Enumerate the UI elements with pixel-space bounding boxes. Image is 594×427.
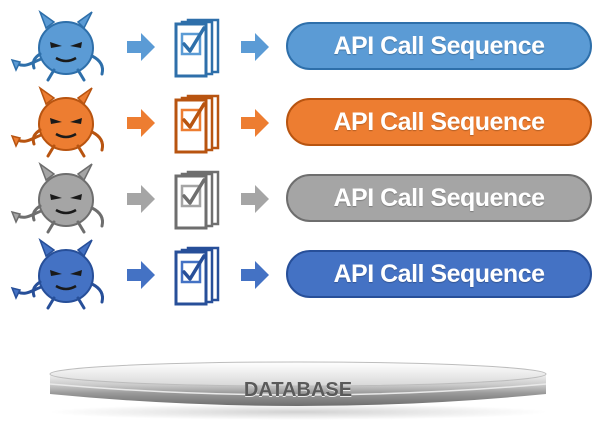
database-label: DATABASE [243, 379, 353, 401]
arrow-right-icon [238, 30, 272, 64]
api-call-sequence-pill: API Call Sequence [286, 22, 592, 70]
arrow-right-icon [238, 258, 272, 292]
arrow-right-icon [124, 258, 158, 292]
checklist-document-icon [170, 90, 226, 156]
sequence-row: API Call Sequence [0, 9, 594, 82]
arrow-right-icon [124, 106, 158, 140]
devil-icon [4, 9, 114, 82]
sequence-row: API Call Sequence [0, 237, 594, 310]
api-call-sequence-pill: API Call Sequence [286, 174, 592, 222]
checklist-document-icon [170, 14, 226, 80]
api-call-sequence-pill: API Call Sequence [286, 250, 592, 298]
arrow-right-icon [124, 30, 158, 64]
checklist-document-icon [170, 166, 226, 232]
arrow-right-icon [238, 106, 272, 140]
sequence-row: API Call Sequence [0, 161, 594, 234]
arrow-right-icon [124, 182, 158, 216]
arrow-right-icon [238, 182, 272, 216]
sequence-row: API Call Sequence [0, 85, 594, 158]
checklist-document-icon [170, 242, 226, 308]
devil-icon [4, 237, 114, 310]
api-call-sequence-pill: API Call Sequence [286, 98, 592, 146]
database-disk-icon [48, 361, 548, 420]
devil-icon [4, 85, 114, 158]
database-disk: DATABASE [38, 352, 558, 422]
devil-icon [4, 161, 114, 234]
